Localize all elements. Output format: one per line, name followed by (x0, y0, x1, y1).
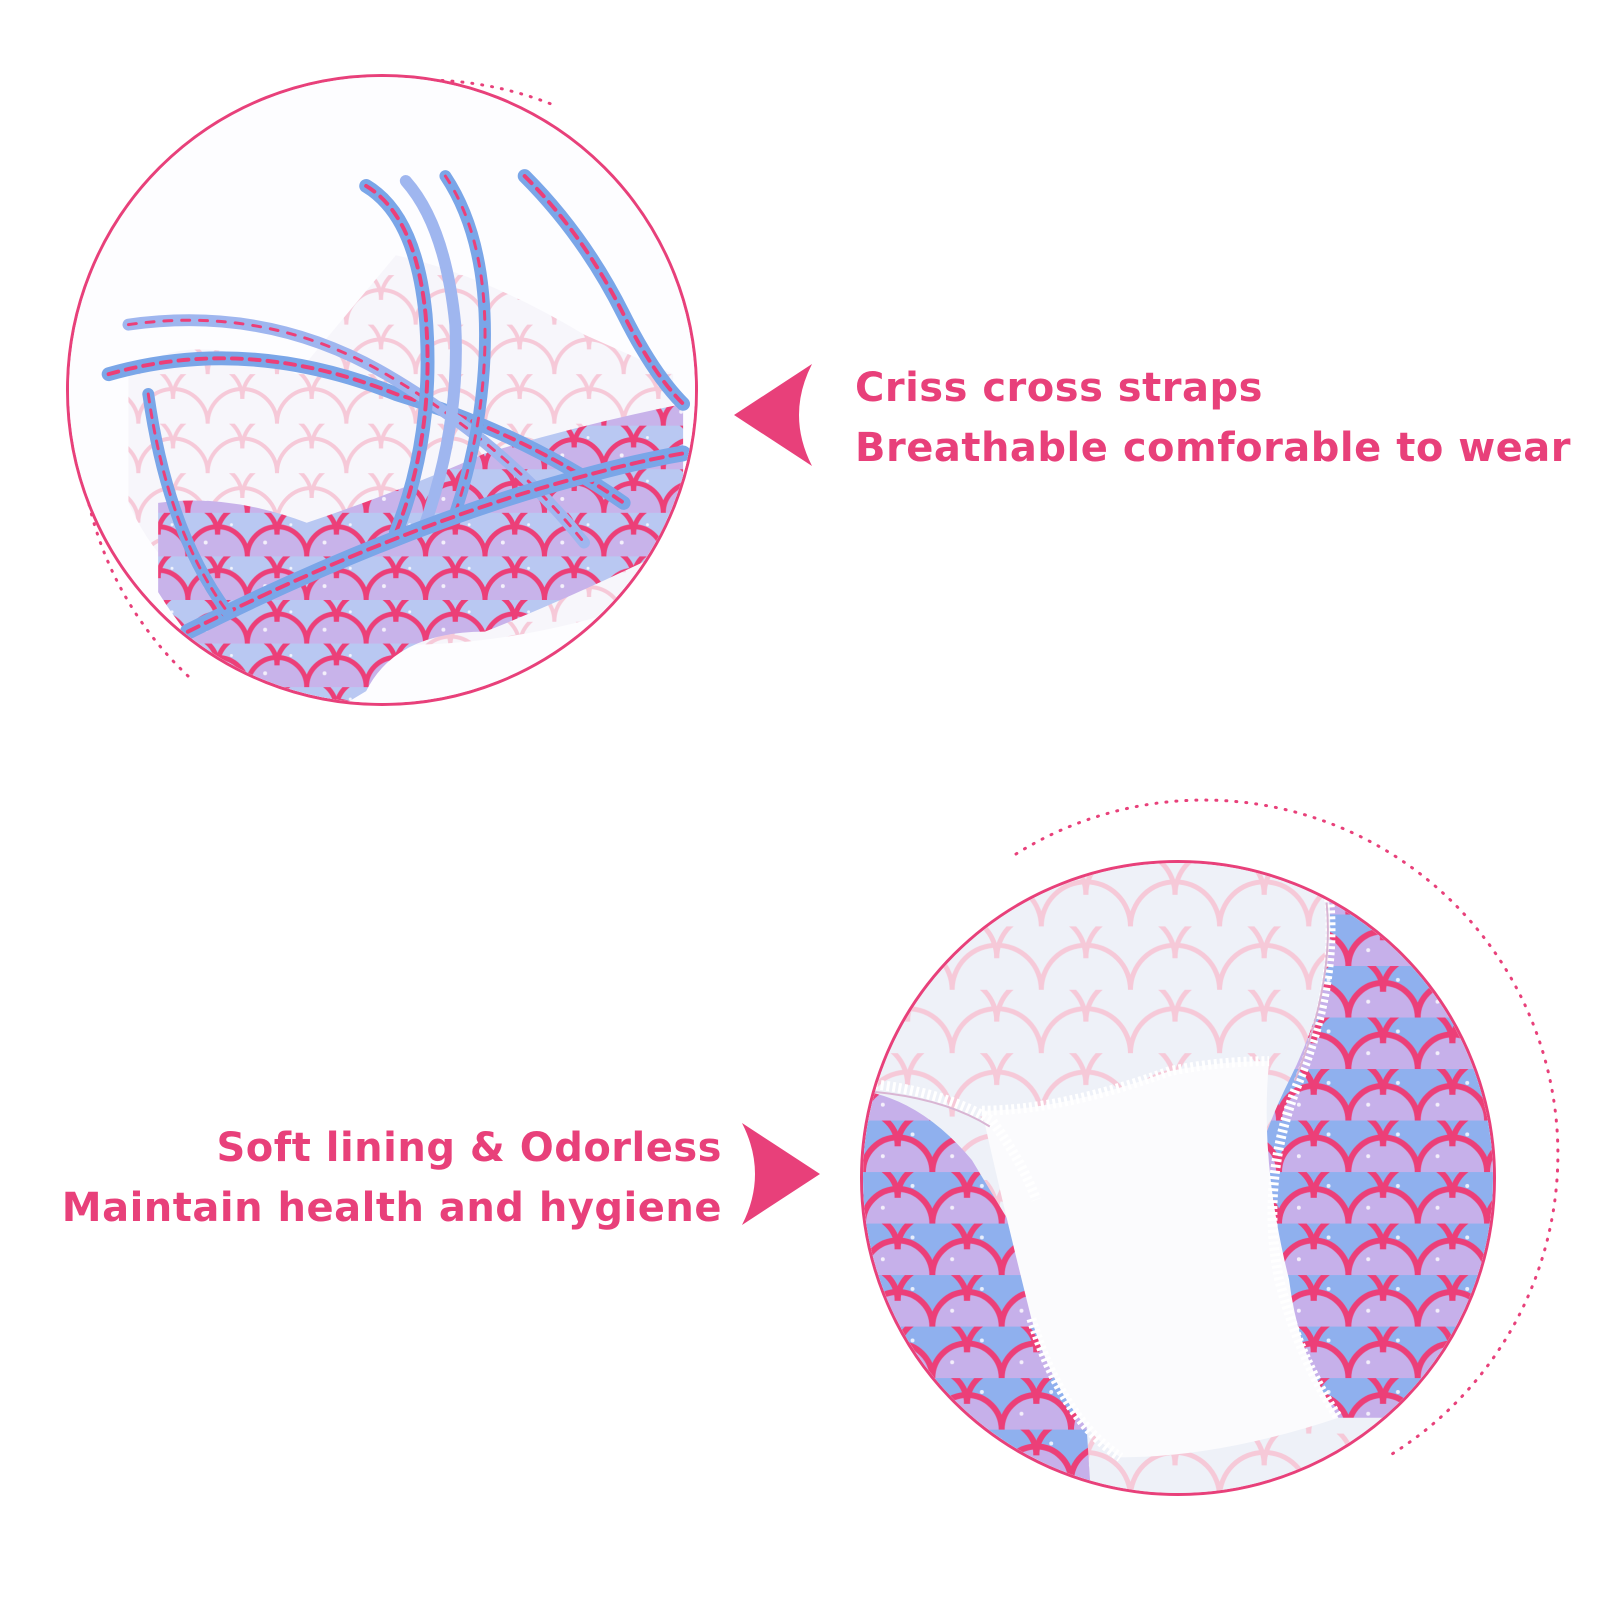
strap-detail-photo (66, 74, 698, 706)
arrow-right-icon (742, 1123, 820, 1225)
criss-cross-straps (101, 169, 692, 640)
lining-detail-photo (860, 860, 1496, 1496)
arrow-left-icon (734, 364, 812, 466)
strap-detail-illustration (69, 77, 695, 703)
scale-fabric-right (1239, 892, 1493, 1418)
caption-line-hygiene: Maintain health and hygiene (61, 1185, 722, 1231)
caption-line-criss-cross: Criss cross straps (855, 365, 1263, 411)
scale-fabric-left (863, 1090, 1091, 1493)
strap-feature-caption: Criss cross straps Breathable comforable… (855, 358, 1571, 478)
overlock-stitching (863, 892, 1343, 1462)
lining-detail-illustration (863, 863, 1493, 1493)
white-gusset-panel (981, 1061, 1339, 1458)
caption-line-breathable: Breathable comforable to wear (855, 425, 1572, 471)
lining-feature-caption: Soft lining & Odorless Maintain health a… (62, 1118, 722, 1238)
caption-line-soft-lining: Soft lining & Odorless (216, 1125, 722, 1171)
